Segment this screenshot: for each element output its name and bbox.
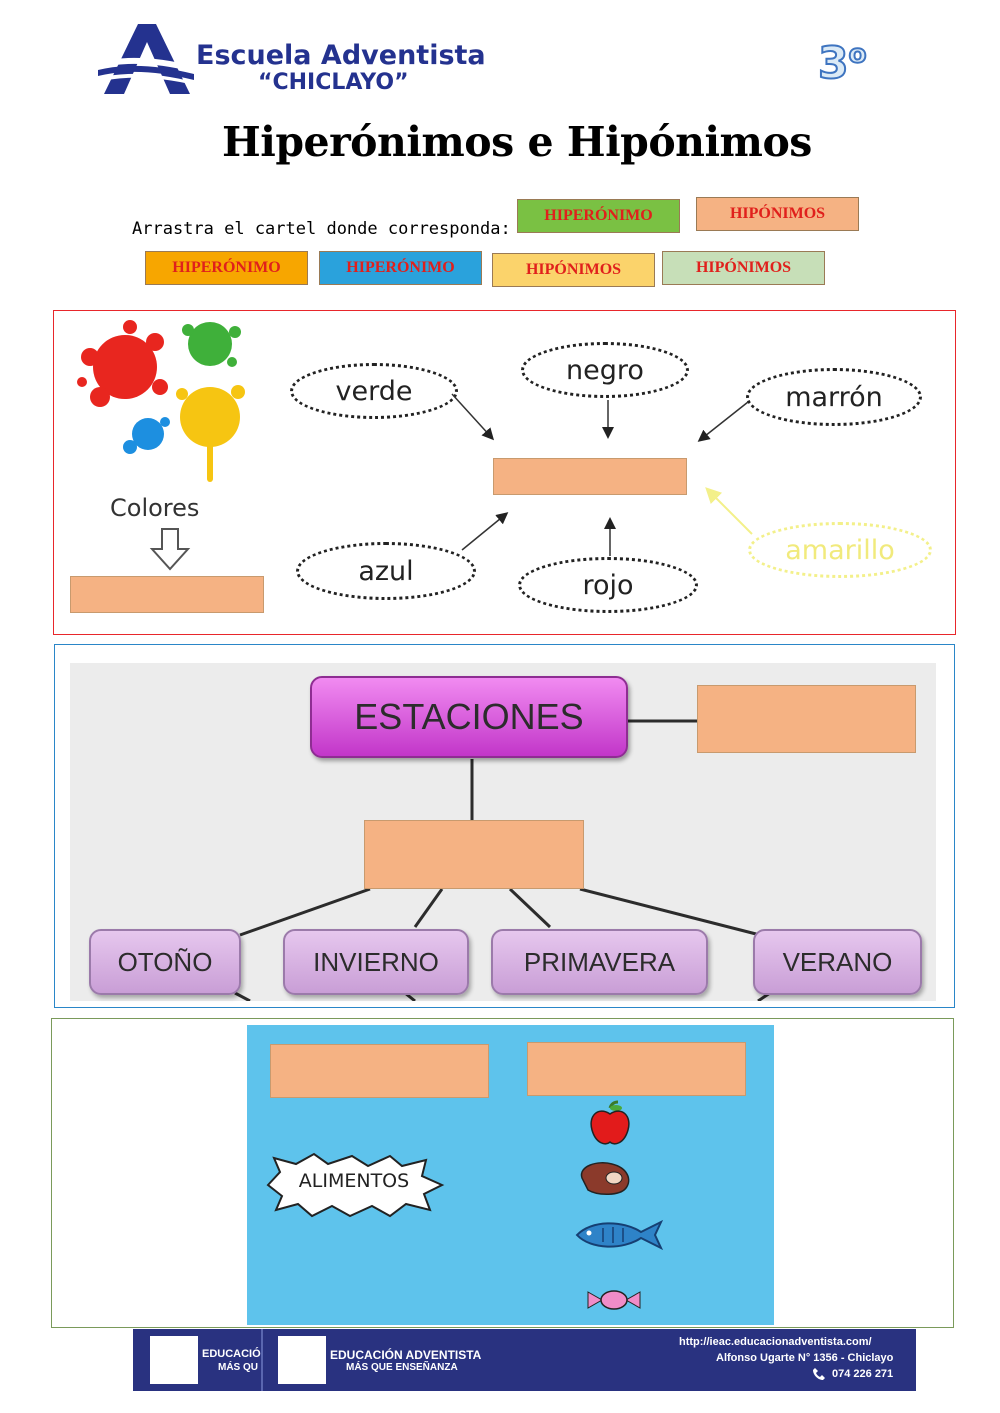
word-negro: negro (521, 342, 689, 398)
drag-card-hiponimos-yellow[interactable]: HIPÓNIMOS (492, 253, 655, 287)
instruction-text: Arrastra el cartel donde corresponda: (132, 219, 511, 239)
burst-label-shape (266, 1152, 445, 1218)
colors-section-frame (53, 310, 956, 635)
school-logo (98, 24, 194, 94)
drag-card-hiperonimo-green[interactable]: HIPERÓNIMO (517, 199, 680, 233)
paint-splash-icon (77, 320, 245, 482)
footer-address: Alfonso Ugarte N° 1356 - Chiclayo (716, 1352, 894, 1364)
drop-target-food-hyponyms[interactable] (527, 1042, 746, 1096)
seasons-main-node: ESTACIONES (310, 676, 628, 758)
season-node-otono: OTOÑO (89, 929, 241, 995)
season-node-primavera: PRIMAVERA (491, 929, 708, 995)
school-city: “CHICLAYO” (258, 70, 409, 95)
page-title: Hiperónimos e Hipónimos (222, 118, 812, 166)
drop-target-food-hyperonym[interactable] (270, 1044, 489, 1098)
drop-target-colors-hyperonym[interactable] (70, 576, 264, 613)
candy-icon (587, 1290, 641, 1310)
drag-card-hiponimos-peach[interactable]: HIPÓNIMOS (696, 197, 859, 231)
fish-icon (575, 1219, 664, 1251)
footer-divider (261, 1329, 263, 1391)
phone-icon (813, 1368, 825, 1380)
word-rojo: rojo (518, 557, 698, 613)
drop-target-colors-hyponyms[interactable] (493, 458, 687, 495)
food-section-frame (51, 1018, 954, 1328)
school-name: Escuela Adventista (196, 40, 486, 71)
drop-target-seasons-hyperonym[interactable] (697, 685, 916, 753)
footer-org-clipped-line2: MÁS QU (218, 1362, 258, 1373)
word-verde: verde (290, 363, 458, 419)
footer-phone: 074 226 271 (832, 1368, 894, 1380)
meat-icon (580, 1162, 630, 1195)
food-label: ALIMENTOS (298, 1170, 410, 1192)
seasons-connector-lines (234, 719, 771, 1001)
grade-label: 3o (817, 37, 868, 90)
down-arrow-icon (149, 528, 191, 571)
grade-ordinal: o (848, 38, 868, 70)
colors-caption: Colores (110, 494, 200, 522)
qr-code-icon (278, 1336, 326, 1384)
grade-number: 3 (817, 37, 850, 90)
qr-code-icon (150, 1336, 198, 1384)
drag-card-hiperonimo-blue[interactable]: HIPERÓNIMO (319, 251, 482, 285)
word-amarillo: amarillo (748, 522, 932, 578)
drop-target-seasons-hyponyms[interactable] (364, 820, 584, 889)
word-azul: azul (296, 542, 476, 600)
footer-org-clipped-line1: EDUCACIÓ (202, 1348, 261, 1360)
season-node-invierno: INVIERNO (283, 929, 469, 995)
footer-org-name: EDUCACIÓN ADVENTISTA (330, 1348, 482, 1362)
word-marron: marrón (746, 368, 922, 426)
apple-icon (590, 1100, 630, 1145)
footer-banner (133, 1329, 916, 1391)
drag-card-hiponimos-lightgreen[interactable]: HIPÓNIMOS (662, 251, 825, 285)
drag-card-hiperonimo-orange[interactable]: HIPERÓNIMO (145, 251, 308, 285)
seasons-section-frame (54, 644, 955, 1008)
footer-url[interactable]: http://ieac.educacionadventista.com/ (679, 1336, 872, 1348)
footer-org-slogan: MÁS QUE ENSEÑANZA (346, 1362, 458, 1373)
season-node-verano: VERANO (753, 929, 922, 995)
